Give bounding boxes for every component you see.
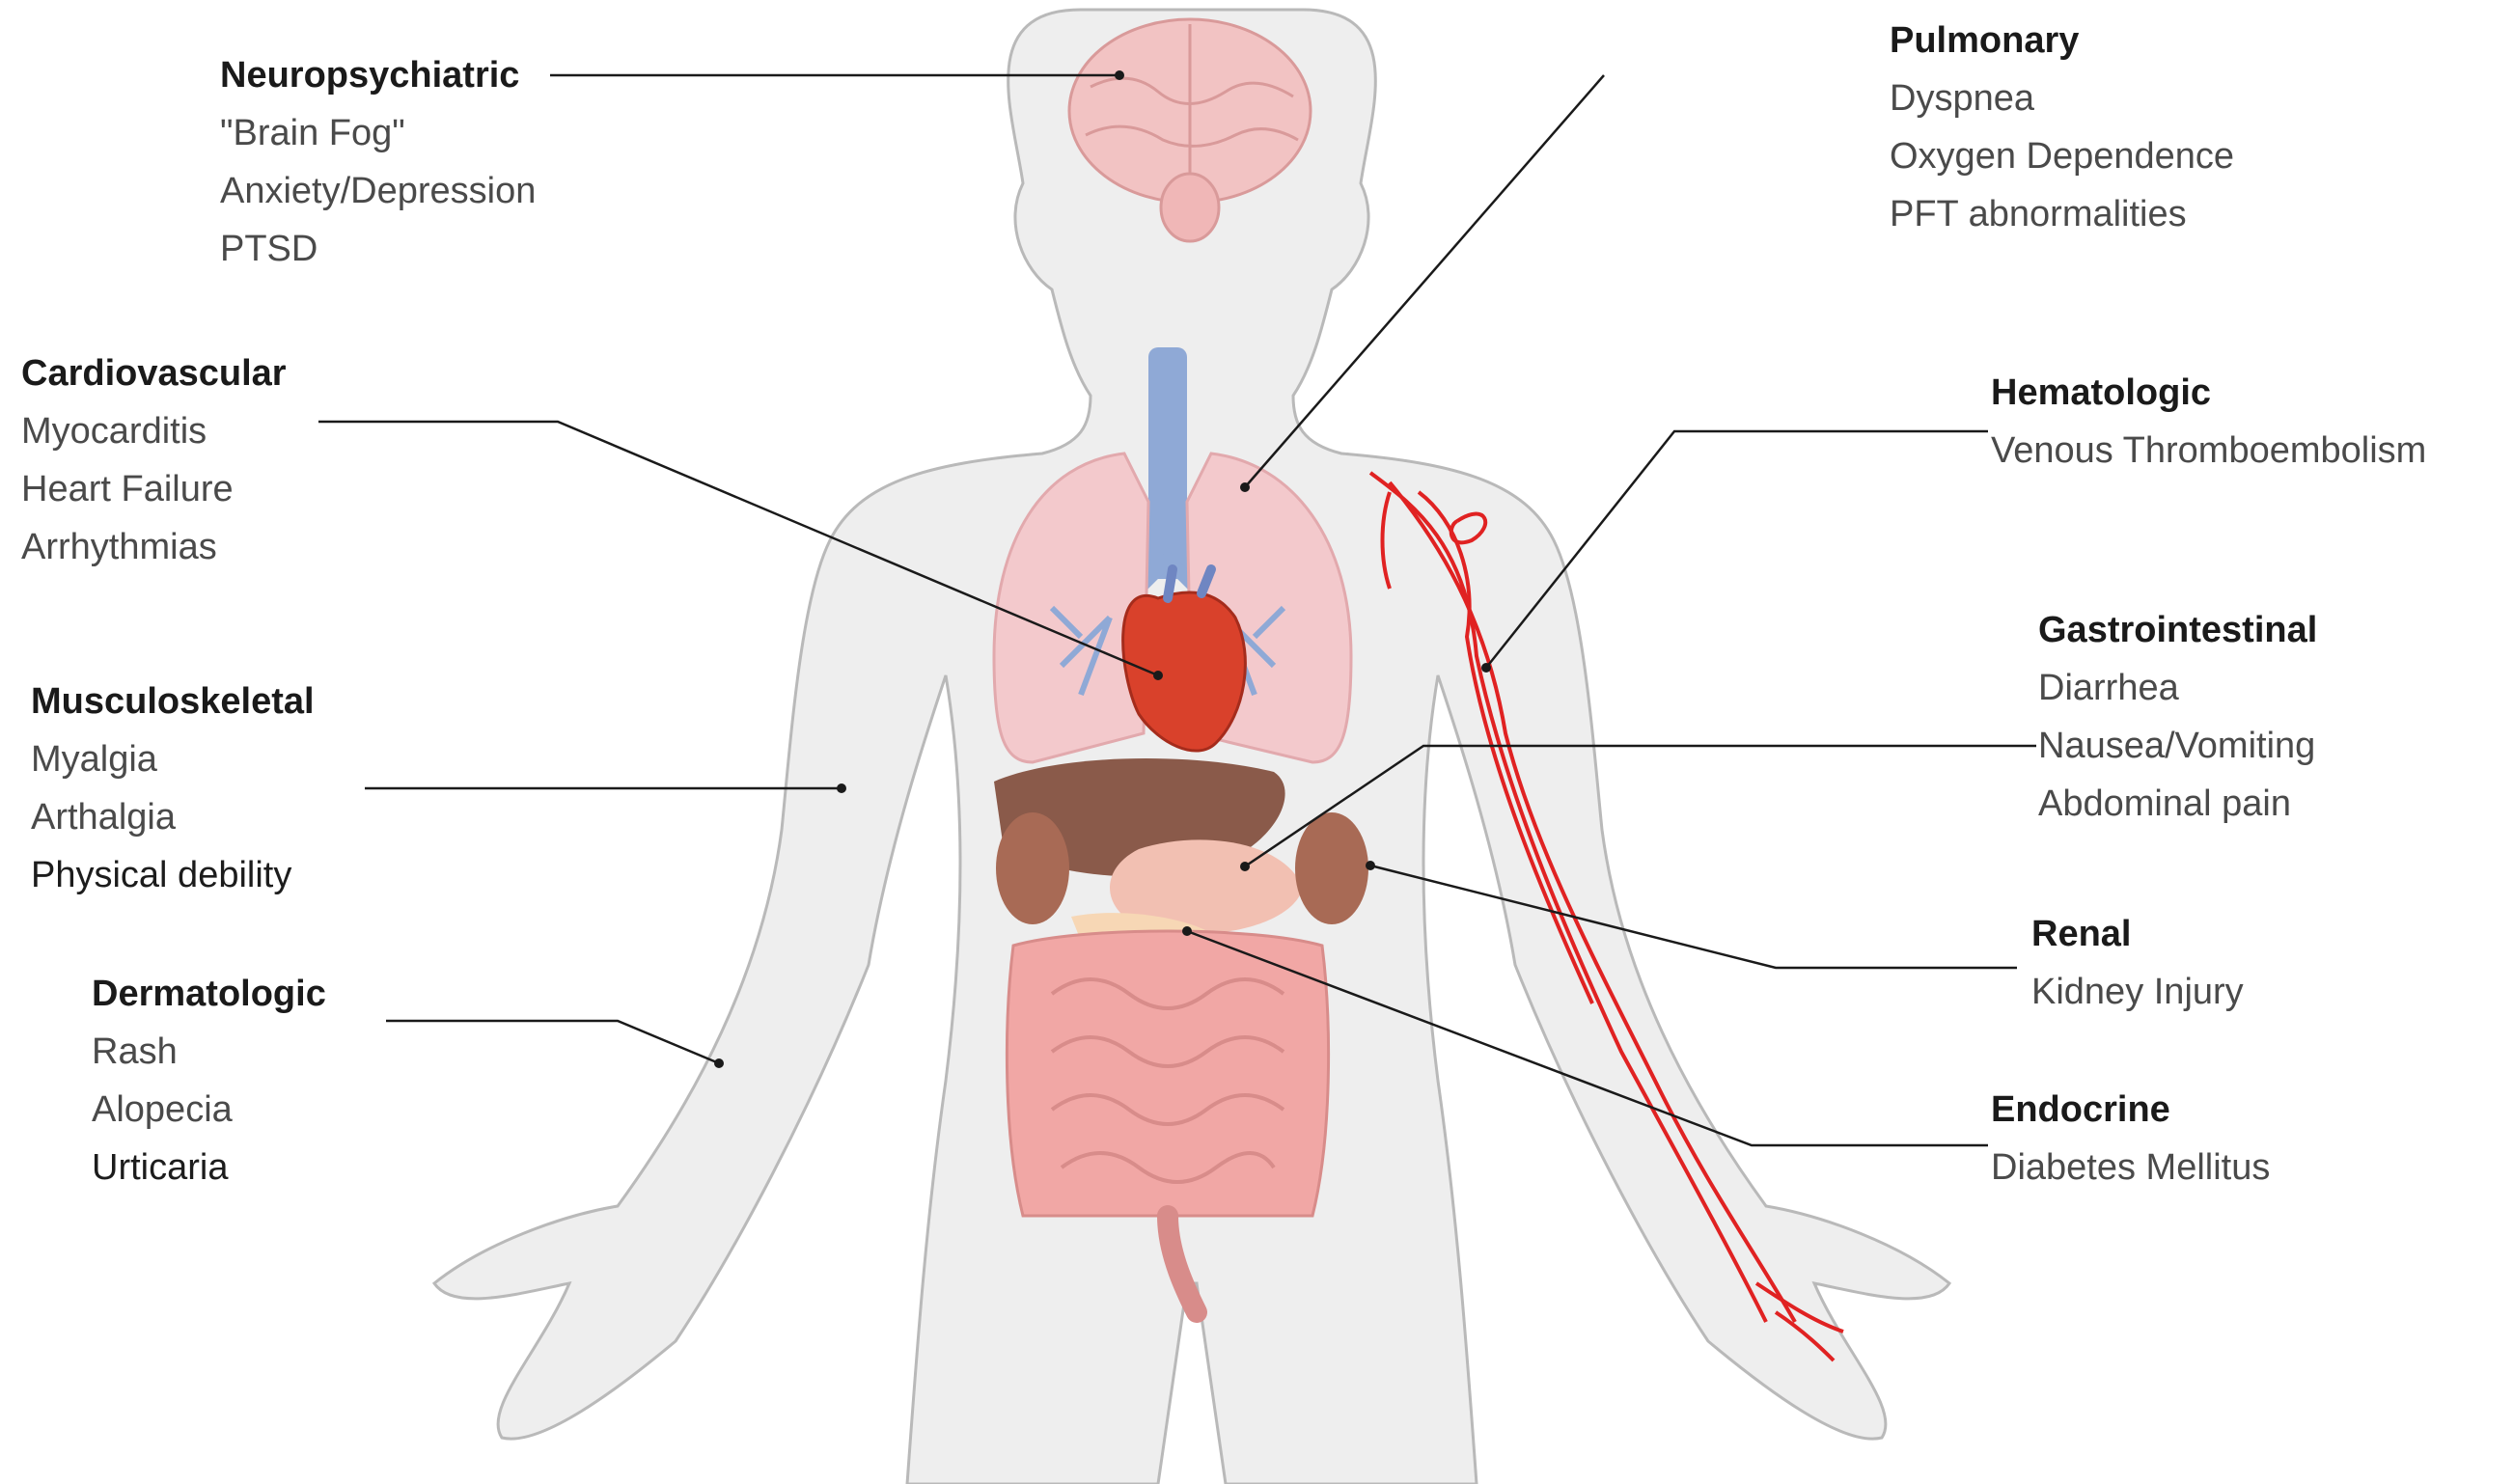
hematologic-heading: Hematologic [1991,364,2513,422]
musculoskeletal-group: Musculoskeletal Myalgia Arthalgia Physic… [31,673,315,904]
renal-heading: Renal [2031,905,2244,963]
hematologic-group: Hematologic Venous Thromboembolism [1991,364,2513,480]
musculoskeletal-heading: Musculoskeletal [31,673,315,730]
gi-item-abdominal-pain: Abdominal pain [2038,775,2317,833]
cardiovascular-group: Cardiovascular Myocarditis Heart Failure… [21,344,287,576]
leader-renal [1370,866,2017,968]
neuro-item-brain-fog: "Brain Fog" [220,104,536,162]
neuro-item-anxiety-depression: Anxiety/Depression [220,162,536,220]
musculo-item-physical-debility: Physical debility [31,846,315,904]
pulmonary-heading: Pulmonary [1890,12,2234,69]
pulmonary-group: Pulmonary Dyspnea Oxygen Dependence PFT … [1890,12,2234,243]
dermatologic-heading: Dermatologic [92,965,326,1023]
derm-item-urticaria: Urticaria [92,1139,326,1196]
gi-item-diarrhea: Diarrhea [2038,659,2317,717]
cardio-item-myocarditis: Myocarditis [21,402,287,460]
pulm-item-pft-abnormalities: PFT abnormalities [1890,185,2234,243]
endo-item-diabetes-mellitus: Diabetes Mellitus [1991,1139,2270,1196]
gastrointestinal-heading: Gastrointestinal [2038,601,2317,659]
derm-item-rash: Rash [92,1023,326,1081]
hema-item-vte: Venous Thromboembolism [1991,422,2513,480]
renal-item-kidney-injury: Kidney Injury [2031,963,2244,1021]
derm-item-alopecia: Alopecia [92,1081,326,1139]
gi-item-nausea-vomiting: Nausea/Vomiting [2038,717,2317,775]
cardio-item-heart-failure: Heart Failure [21,460,287,518]
musculo-item-myalgia: Myalgia [31,730,315,788]
neuropsychiatric-heading: Neuropsychiatric [220,46,536,104]
musculo-item-arthalgia: Arthalgia [31,788,315,846]
dermatologic-group: Dermatologic Rash Alopecia Urticaria [92,965,326,1196]
cardiovascular-heading: Cardiovascular [21,344,287,402]
neuropsychiatric-group: Neuropsychiatric "Brain Fog" Anxiety/Dep… [220,46,536,278]
pulm-item-oxygen-dependence: Oxygen Dependence [1890,127,2234,185]
leader-derm [386,1021,719,1063]
renal-group: Renal Kidney Injury [2031,905,2244,1021]
endocrine-heading: Endocrine [1991,1081,2270,1139]
neuro-item-ptsd: PTSD [220,220,536,278]
endocrine-group: Endocrine Diabetes Mellitus [1991,1081,2270,1196]
cardio-item-arrhythmias: Arrhythmias [21,518,287,576]
gastrointestinal-group: Gastrointestinal Diarrhea Nausea/Vomitin… [2038,601,2317,833]
pulm-item-dyspnea: Dyspnea [1890,69,2234,127]
